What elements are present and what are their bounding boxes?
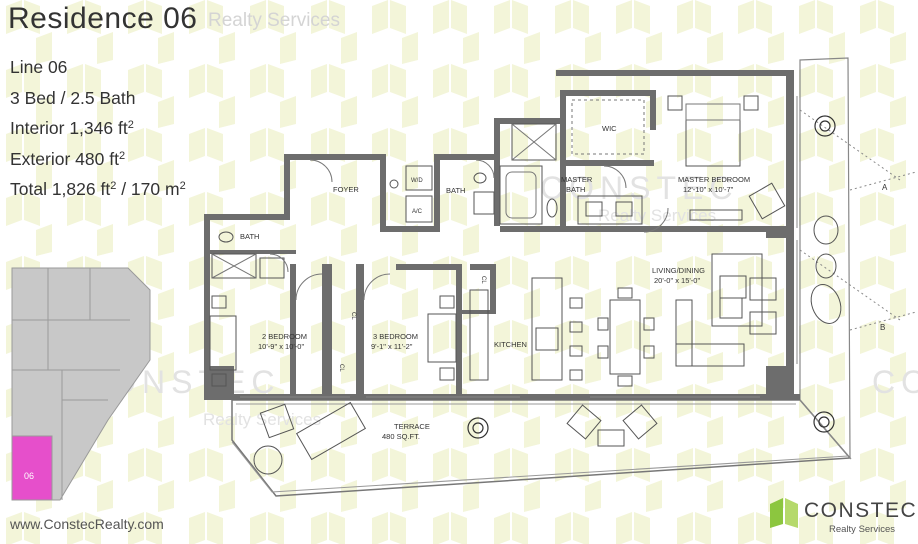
label-bath: BATH <box>446 186 465 195</box>
label-bedroom-2-dim: 10'-9" x 10'-0" <box>258 342 304 351</box>
watermark-center: CONSTEC <box>540 170 739 206</box>
constec-logo: CONSTEC Realty Services <box>768 494 918 535</box>
residence-title: Residence 06 <box>8 2 198 35</box>
label-cl-3: CL <box>480 276 486 284</box>
label-cl-2: CL <box>338 364 344 372</box>
specs-list: Line 06 3 Bed / 2.5 Bath Interior 1,346 … <box>10 52 186 205</box>
label-master-bedroom-dim: 12'-10" x 10'-7" <box>683 185 734 194</box>
label-bedroom-3-dim: 9'-1" x 11'-2" <box>371 342 413 351</box>
label-bedroom-3: 3 BEDROOM <box>373 332 418 341</box>
label-ac: A/C <box>412 209 423 215</box>
highlighted-unit <box>11 435 53 501</box>
watermark-top: Realty Services <box>208 10 340 31</box>
logo-cube-icon <box>770 498 798 528</box>
label-master-bath-2: BATH <box>566 185 585 194</box>
spec-interior: Interior 1,346 ft2 <box>10 118 134 138</box>
marker-a: A <box>882 183 888 192</box>
watermark-right: CONSTEC <box>872 364 918 400</box>
label-wic: WIC <box>602 124 617 133</box>
marker-b: B <box>880 323 885 332</box>
watermark-sub-center: Realty Services <box>598 206 717 225</box>
label-wd: W/D <box>411 178 423 184</box>
label-bedroom-2: 2 BEDROOM <box>262 332 307 341</box>
label-terrace: TERRACE <box>394 422 430 431</box>
label-master-bedroom: MASTER BEDROOM <box>678 175 750 184</box>
spec-total: Total 1,826 ft2 / 170 m2 <box>10 179 186 199</box>
label-living-dim: 20'-0" x 15'-0" <box>654 276 700 285</box>
label-bath-2: BATH <box>240 232 259 241</box>
spec-beds-baths: 3 Bed / 2.5 Bath <box>10 87 136 108</box>
logo-wordmark: CONSTEC <box>804 499 918 522</box>
label-terrace-area: 480 SQ.FT. <box>382 432 420 441</box>
logo-subtitle: Realty Services <box>829 524 895 535</box>
footer-url[interactable]: www.ConstecRealty.com <box>10 516 164 532</box>
label-cl-1: CL <box>350 312 356 320</box>
spec-exterior: Exterior 480 ft2 <box>10 148 126 169</box>
label-master-bath-1: MASTER <box>561 175 593 184</box>
key-plan-unit-label: 06 <box>24 471 35 481</box>
spec-line: Line 06 <box>10 57 68 77</box>
label-living: LIVING/DINING <box>652 266 705 275</box>
label-kitchen: KITCHEN <box>494 340 527 349</box>
label-foyer: FOYER <box>333 185 359 194</box>
